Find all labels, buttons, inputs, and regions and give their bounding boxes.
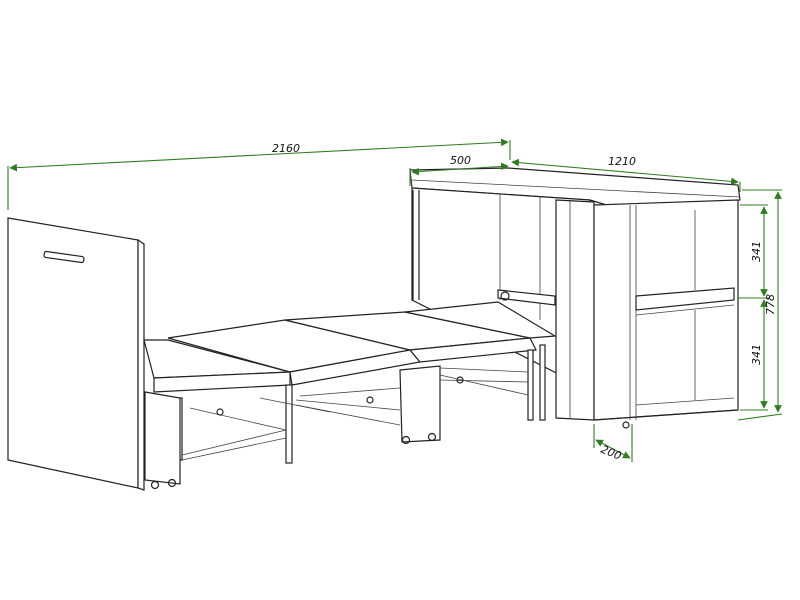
dimension-upper-height-label: 341 [750,241,763,262]
dimension-cabinet-width: 1210 [511,155,741,192]
dimension-lower-height: 341 [740,299,768,411]
headboard-handle [43,250,85,264]
bed [7,217,557,491]
dimension-cabinet-width-label: 1210 [608,155,636,168]
dimension-lower-height-label: 341 [750,344,763,365]
dimension-top-depth-label: 500 [450,154,471,167]
dimension-total-height-label: 778 [764,294,777,315]
dimension-total-height: 778 [737,189,783,421]
dimension-total-length-label: 2160 [272,142,300,155]
dimension-upper-height: 341 [738,204,770,299]
dimension-base-depth-label: 200 [599,443,623,463]
dimension-top-depth: 500 [409,154,509,186]
dimension-total-length: 2160 [7,138,511,210]
dimension-base-depth: 200 [593,424,633,463]
cabinet [409,167,741,429]
